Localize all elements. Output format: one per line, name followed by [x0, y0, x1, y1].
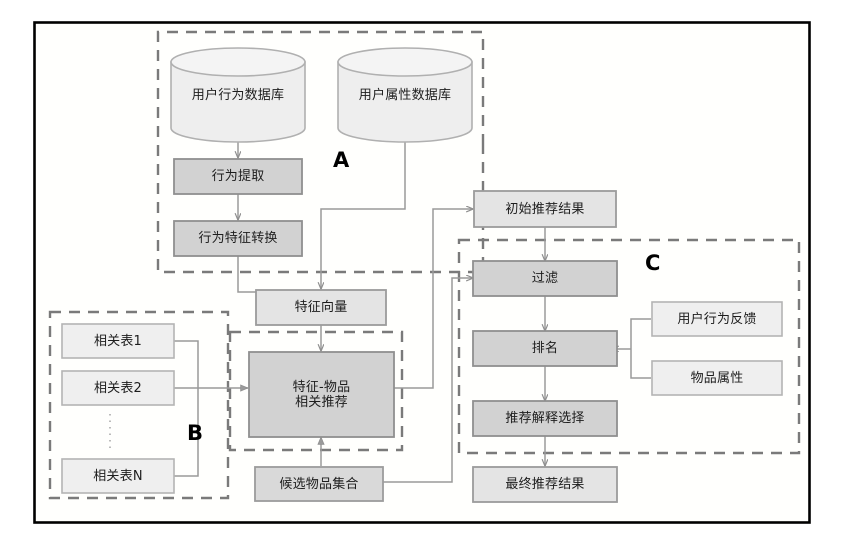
group-b-letter: B: [187, 421, 204, 445]
node-user-behavior-db[interactable]: [170, 47, 306, 143]
node-initial-result[interactable]: [473, 190, 617, 228]
node-relation-table-1[interactable]: [61, 323, 175, 359]
group-middle-boundary: [228, 330, 404, 452]
node-item-attributes[interactable]: [651, 360, 783, 396]
group-a-letter: A: [333, 148, 350, 172]
node-explain-select[interactable]: [472, 400, 618, 437]
node-candidate-items[interactable]: [254, 466, 384, 502]
group-b-boundary: [48, 310, 230, 500]
node-ranking[interactable]: [472, 330, 618, 367]
edge-rec-initialresult: [394, 209, 473, 389]
group-c-letter: C: [645, 251, 661, 275]
edge-candidate-filter: [383, 278, 473, 483]
node-feature-item-rec[interactable]: [248, 351, 395, 438]
group-c-boundary: [457, 238, 801, 455]
node-behavior-extract[interactable]: [173, 158, 303, 195]
node-relation-table-n[interactable]: [61, 458, 175, 494]
edge-relationtablen-bus: [174, 388, 199, 477]
node-user-feedback[interactable]: [651, 301, 783, 337]
edge-feedback-bus: [630, 318, 651, 349]
node-feature-vector[interactable]: [255, 289, 387, 326]
edge-relationtable1-bus: [174, 340, 199, 388]
group-a-boundary: [156, 30, 485, 274]
node-user-attr-db[interactable]: [337, 47, 473, 143]
edge-attrdb-featurevector: [321, 141, 406, 289]
node-behavior-transform[interactable]: [173, 220, 303, 257]
node-filter[interactable]: [472, 260, 618, 297]
node-final-result[interactable]: [472, 466, 618, 503]
edge-itemattr-bus: [630, 349, 651, 379]
node-relation-table-2[interactable]: [61, 370, 175, 406]
